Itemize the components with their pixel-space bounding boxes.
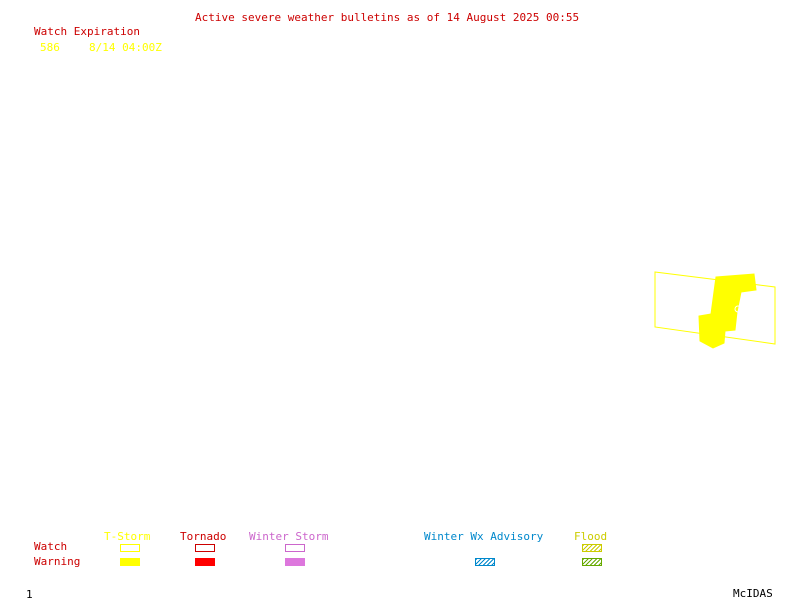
- swatch-tornado-warning: [195, 558, 215, 566]
- swatch-flood-warning: [582, 558, 602, 566]
- watch-number: 586: [40, 41, 60, 54]
- swatch-tstorm-warning: [120, 558, 140, 566]
- swatch-flood-watch: [582, 544, 602, 552]
- swatch-winter-storm-warning: [285, 558, 305, 566]
- bulletin-title: Active severe weather bulletins as of 14…: [195, 11, 580, 24]
- legend-row-warning: Warning: [34, 555, 81, 568]
- watch-expiration-heading: Watch Expiration: [34, 25, 140, 38]
- station-marker-icon: [734, 305, 742, 313]
- swatch-tstorm-watch: [120, 544, 140, 552]
- swatch-tornado-watch: [195, 544, 215, 552]
- tstorm-warning-area: [698, 273, 757, 349]
- swatch-winter-wx-advisory: [475, 558, 495, 566]
- legend-label-winter-wx-advisory: Winter Wx Advisory: [424, 530, 544, 543]
- frame-number: 1: [26, 588, 33, 601]
- legend-label-tstorm: T-Storm: [104, 530, 151, 543]
- legend-label-flood: Flood: [574, 530, 608, 543]
- legend-label-tornado: Tornado: [180, 530, 227, 543]
- legend-label-winter-storm: Winter Storm: [249, 530, 329, 543]
- swatch-winter-storm-watch: [285, 544, 305, 552]
- watch-expiration-time: 8/14 04:00Z: [89, 41, 162, 54]
- legend-row-watch: Watch: [34, 540, 68, 553]
- mcidas-brand: McIDAS: [733, 587, 773, 600]
